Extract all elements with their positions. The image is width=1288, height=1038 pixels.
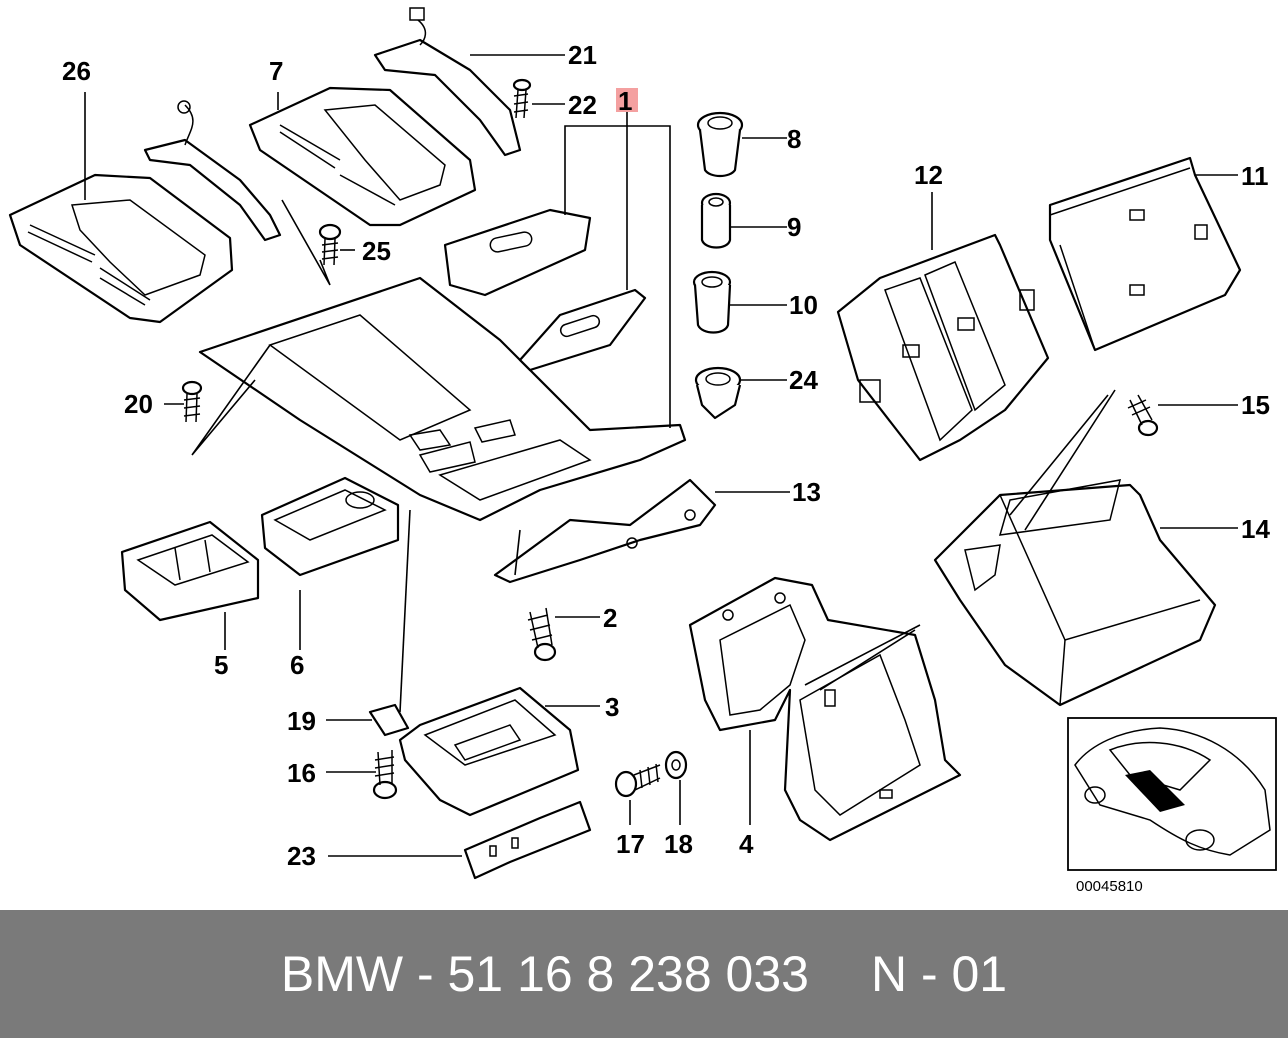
leader-lines (84, 54, 1238, 857)
callout-11: 11 (1241, 161, 1269, 191)
part-19-clip (368, 703, 410, 737)
part-number-text: BMW - 51 16 8 238 033 (280, 946, 809, 1002)
screw-2 (527, 607, 557, 662)
callout-23: 23 (287, 841, 316, 871)
part-cable-plate-left (143, 100, 282, 242)
callout-9: 9 (787, 212, 801, 242)
part-8-lighter (696, 111, 744, 178)
callout-20: 20 (124, 389, 153, 419)
part-24-socket-ring (694, 366, 742, 420)
part-13-bracket (493, 478, 717, 584)
part-11-module-box (1048, 156, 1242, 352)
screw-16 (372, 750, 398, 800)
callout-21: 21 (568, 40, 597, 70)
callout-26: 26 (62, 56, 91, 86)
highlight-box (616, 88, 638, 112)
screw-15 (1127, 394, 1159, 437)
part-26-shift-bezel (8, 173, 234, 324)
part-9-lighter-element (700, 192, 732, 249)
callout-14: 14 (1241, 514, 1270, 544)
callout-17: 17 (616, 829, 645, 859)
car-location-inset (1067, 717, 1277, 871)
part-5-storage-tray (120, 520, 260, 622)
callout-16: 16 (287, 758, 316, 788)
callout-15: 15 (1241, 390, 1270, 420)
part-12-switch-bracket (836, 233, 1050, 462)
callout-6: 6 (290, 650, 304, 680)
screw-20 (181, 380, 203, 423)
page-reference-text: N - 01 (870, 946, 1008, 1002)
part-23-cover (463, 800, 592, 880)
callout-8: 8 (787, 124, 801, 154)
callout-13: 13 (792, 477, 821, 507)
part-number-banner: BMW - 51 16 8 238 033 N - 01 (0, 910, 1288, 1038)
screw-17 (614, 763, 661, 798)
part-7-upper-bezel (248, 86, 477, 227)
part-cover-plate-a (443, 208, 592, 297)
callout-3: 3 (605, 692, 619, 722)
part-4-frame (688, 576, 962, 842)
callout-7: 7 (269, 56, 283, 86)
part-21-cable-plate (373, 7, 522, 157)
exploded-parts-diagram: 1 2 3 4 5 6 7 8 9 10 11 12 13 14 15 16 1… (8, 7, 1277, 895)
diagram-canvas: 1 2 3 4 5 6 7 8 9 10 11 12 13 14 15 16 1… (8, 7, 1277, 895)
callout-4: 4 (739, 829, 754, 859)
callout-1: 1 (618, 86, 632, 116)
callout-19: 19 (287, 706, 316, 736)
callout-5: 5 (214, 650, 228, 680)
callout-2: 2 (603, 603, 617, 633)
callout-24: 24 (789, 365, 818, 395)
callout-12: 12 (914, 160, 943, 190)
callout-10: 10 (789, 290, 818, 320)
diagram-reference-number: 00045810 (1076, 878, 1143, 895)
screw-22 (512, 78, 532, 119)
callout-labels: 1 2 3 4 5 6 7 8 9 10 11 12 13 14 15 16 1… (62, 40, 1270, 895)
part-6-storage-tray (260, 476, 400, 577)
part-10-socket (692, 270, 732, 334)
callout-18: 18 (664, 829, 693, 859)
washer-18 (664, 750, 688, 780)
screw-25 (318, 223, 342, 266)
part-1-center-console (198, 276, 687, 522)
callout-22: 22 (568, 90, 597, 120)
callout-25: 25 (362, 236, 391, 266)
part-14-control-unit (933, 479, 1217, 707)
part-3-ashtray (398, 686, 580, 817)
part-cover-plate-b (518, 288, 647, 372)
